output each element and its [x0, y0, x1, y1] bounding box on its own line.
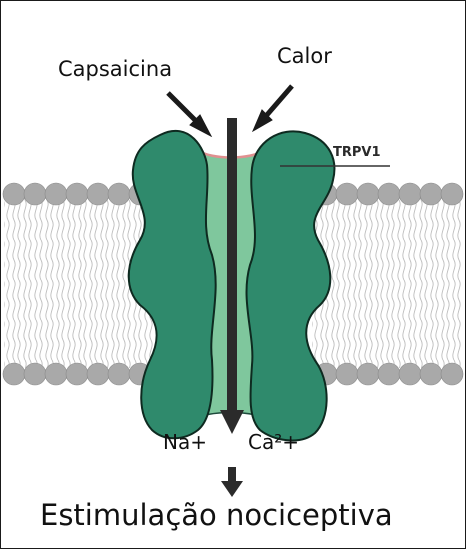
lipid-head: [378, 363, 400, 385]
lipid-head: [24, 363, 46, 385]
lipid-head: [357, 183, 379, 205]
lipid-head: [3, 183, 25, 205]
down-arrow-icon: [221, 467, 243, 497]
stimulus-label-heat: Calor: [277, 44, 332, 68]
lipid-head: [45, 183, 67, 205]
lipid-head: [420, 363, 442, 385]
channel-subunit-left: [129, 131, 216, 438]
ion-label-sodium: Na+: [163, 430, 207, 454]
lipid-head: [441, 363, 463, 385]
lipid-head: [66, 183, 88, 205]
lipid-head: [336, 183, 358, 205]
lipid-head: [66, 363, 88, 385]
lipid-head: [399, 183, 421, 205]
lipid-head: [87, 183, 109, 205]
lipid-head: [3, 363, 25, 385]
channel-label: TRPV1: [333, 145, 381, 160]
lipid-head: [399, 363, 421, 385]
stimulus-label-capsaicin: Capsaicina: [58, 57, 172, 81]
ion-label-calcium: Ca²+: [248, 430, 299, 454]
lipid-head: [24, 183, 46, 205]
lipid-head: [87, 363, 109, 385]
lipid-head: [420, 183, 442, 205]
lipid-head: [108, 183, 130, 205]
channel-subunit-right: [247, 131, 335, 440]
lipid-head: [357, 363, 379, 385]
lipid-head: [108, 363, 130, 385]
lipid-head: [45, 363, 67, 385]
lipid-head: [441, 183, 463, 205]
outcome-label: Estimulação nociceptiva: [40, 498, 393, 532]
lipid-head: [336, 363, 358, 385]
lipid-tails-right: [312, 198, 462, 368]
lipid-head: [378, 183, 400, 205]
